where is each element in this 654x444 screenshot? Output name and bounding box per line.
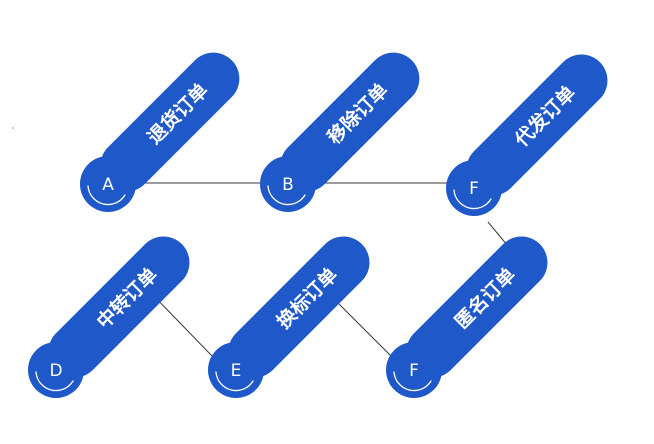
order-node-pill	[48, 236, 190, 378]
stray-dot	[12, 127, 14, 129]
order-node-ring	[267, 185, 306, 206]
order-node-letter: D	[49, 361, 62, 381]
order-node-letter: E	[231, 361, 242, 381]
order-node-ring	[453, 189, 492, 210]
order-node: 退货订单 A	[80, 52, 240, 212]
order-node-pill	[228, 236, 370, 378]
order-node-ring	[87, 185, 126, 206]
order-node: 移除订单 B	[260, 52, 420, 212]
order-node-pill	[406, 236, 548, 378]
order-node-letter: A	[102, 175, 114, 195]
order-node-letter: F	[469, 179, 479, 199]
order-node: 中转订单 D	[28, 236, 190, 398]
order-node: 换标订单 E	[208, 236, 370, 398]
order-node-ring	[35, 371, 74, 392]
order-node-pill	[466, 54, 608, 196]
order-node: 匿名订单 F	[386, 236, 548, 398]
order-node-pill	[100, 52, 240, 192]
order-node-pill	[280, 52, 420, 192]
order-node-letter: F	[409, 361, 419, 381]
order-node-ring	[215, 371, 254, 392]
order-node-letter: B	[282, 175, 294, 195]
order-node-ring	[393, 371, 432, 392]
connector-d-e	[149, 291, 214, 358]
order-node: 代发订单 F	[446, 54, 608, 216]
